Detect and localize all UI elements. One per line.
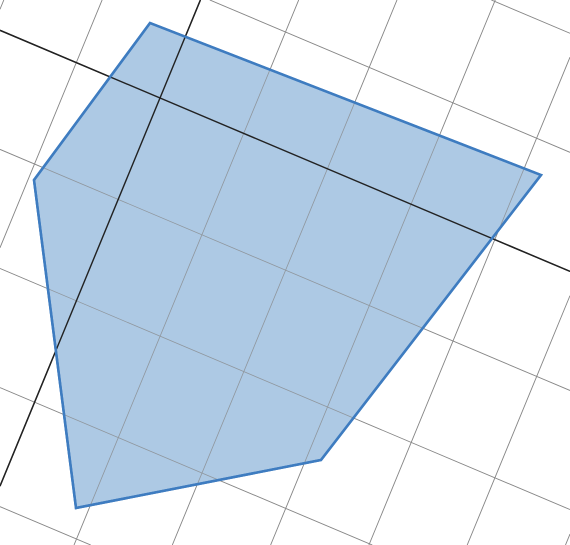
- grid-line-overlay: [491, 0, 570, 34]
- grid-line-overlay: [0, 506, 91, 545]
- grid-line-overlay: [171, 0, 398, 545]
- grid-line-overlay: [368, 57, 570, 545]
- axis-line-overlay: [0, 0, 202, 487]
- grid-line-overlay: [0, 387, 373, 545]
- polygon-border: [32, 21, 544, 510]
- grid-line-overlay: [0, 149, 570, 391]
- grid-line-overlay: [270, 0, 496, 545]
- grid-line-overlay: [0, 0, 103, 248]
- axes-overlay: [0, 0, 570, 487]
- grid-line-overlay: [0, 268, 570, 510]
- grid-line-overlay: [565, 533, 570, 545]
- grid-line-overlay: [466, 295, 570, 545]
- grid-line-overlay: [209, 0, 570, 153]
- grid-line-overlay: [0, 0, 5, 10]
- grid-line-overlay: [73, 0, 300, 545]
- axis-line-overlay: [0, 29, 570, 273]
